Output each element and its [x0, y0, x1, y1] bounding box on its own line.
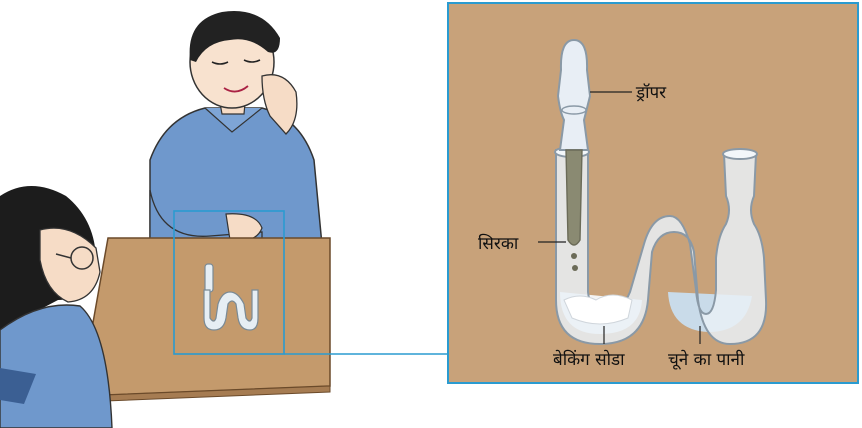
lime-water-label: चूने का पानी — [668, 347, 744, 370]
boy — [150, 11, 322, 250]
dropper-label: ड्रॉपर — [636, 80, 666, 103]
zoom-panel — [448, 3, 858, 383]
baking-soda-label: बेकिंग सोडा — [553, 347, 625, 370]
vinegar-label: सिरका — [478, 231, 518, 254]
